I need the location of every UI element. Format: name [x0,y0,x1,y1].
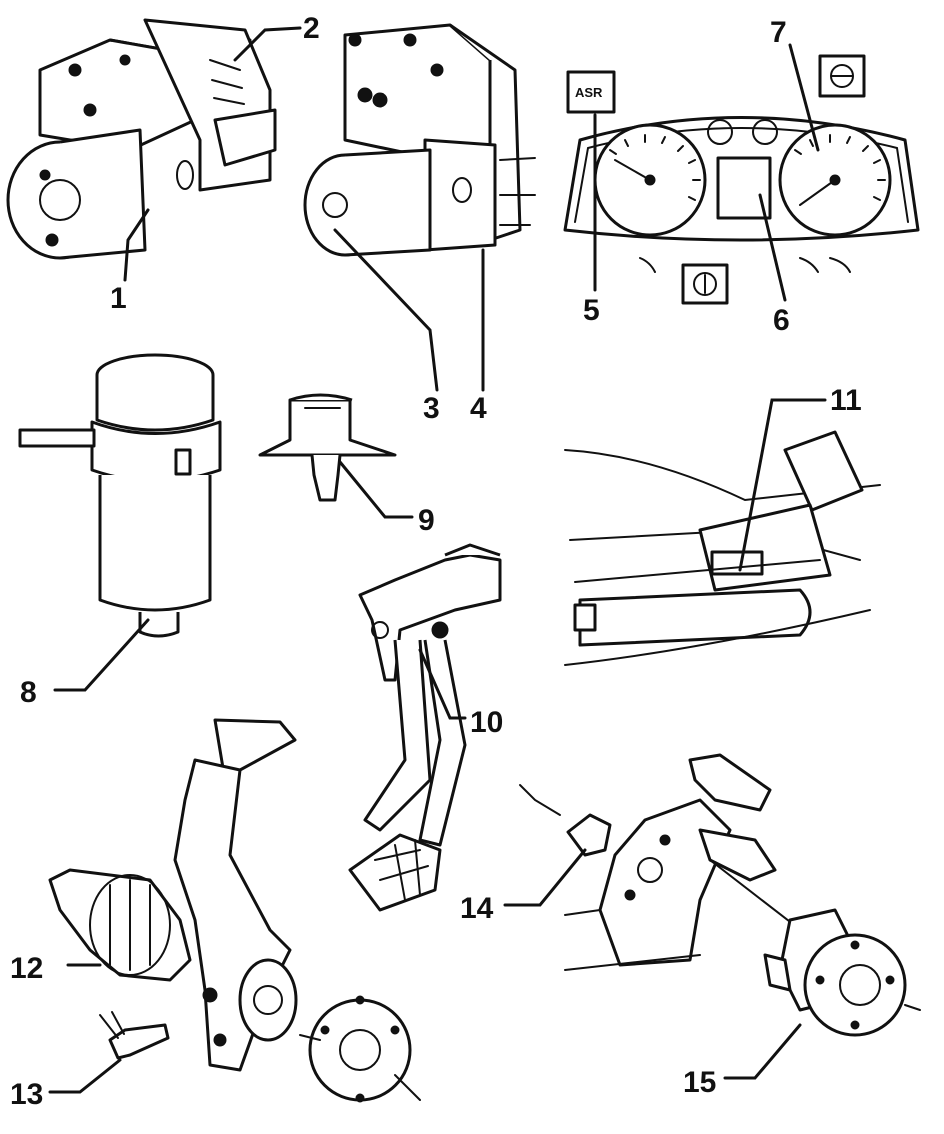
brake-warning-indicator-box [818,54,866,98]
instrument-cluster [563,116,920,273]
leader-13 [48,1058,122,1094]
leader-11 [738,398,827,572]
leader-2 [233,26,302,62]
leader-3 [333,228,439,392]
brake-booster-8 [18,353,222,638]
label-12: 12 [10,952,43,985]
abs-hydraulic-unit-3-4 [303,23,536,257]
label-7: 7 [770,16,787,49]
rear-axle-carrier [564,753,821,971]
leader-7 [788,43,820,152]
abs-warning-indicator-box [681,263,729,305]
label-10: 10 [470,706,503,739]
label-8: 8 [20,676,37,709]
wheel-speed-sensor-13 [99,1011,170,1060]
leader-6 [758,193,787,302]
label-15: 15 [683,1066,716,1099]
leader-1 [123,208,150,282]
vehicle-underbody-11 [564,430,881,666]
leader-8 [53,618,150,692]
label-1: 1 [110,282,127,315]
label-9: 9 [418,504,435,537]
brake-pedal-10 [348,543,502,912]
label-2: 2 [303,12,320,45]
suspension-knuckle-12 [48,718,421,1103]
leader-14 [503,848,587,907]
label-14: 14 [460,892,494,925]
wheel-speed-sensor-14 [519,784,612,857]
label-3: 3 [423,392,440,425]
label-13: 13 [10,1078,43,1111]
abs-hydraulic-unit-1 [6,18,277,260]
leader-9 [338,460,414,519]
rear-wheel-hub-15 [763,908,921,1037]
label-11: 11 [830,384,862,417]
label-5: 5 [583,294,600,327]
leader-15 [723,1023,802,1080]
leader-10 [418,648,467,720]
label-6: 6 [773,304,790,337]
asr-indicator-text: ASR [575,85,603,100]
sensor-9 [258,393,397,502]
label-4: 4 [470,392,487,425]
asr-indicator-box: ASR [566,70,616,114]
